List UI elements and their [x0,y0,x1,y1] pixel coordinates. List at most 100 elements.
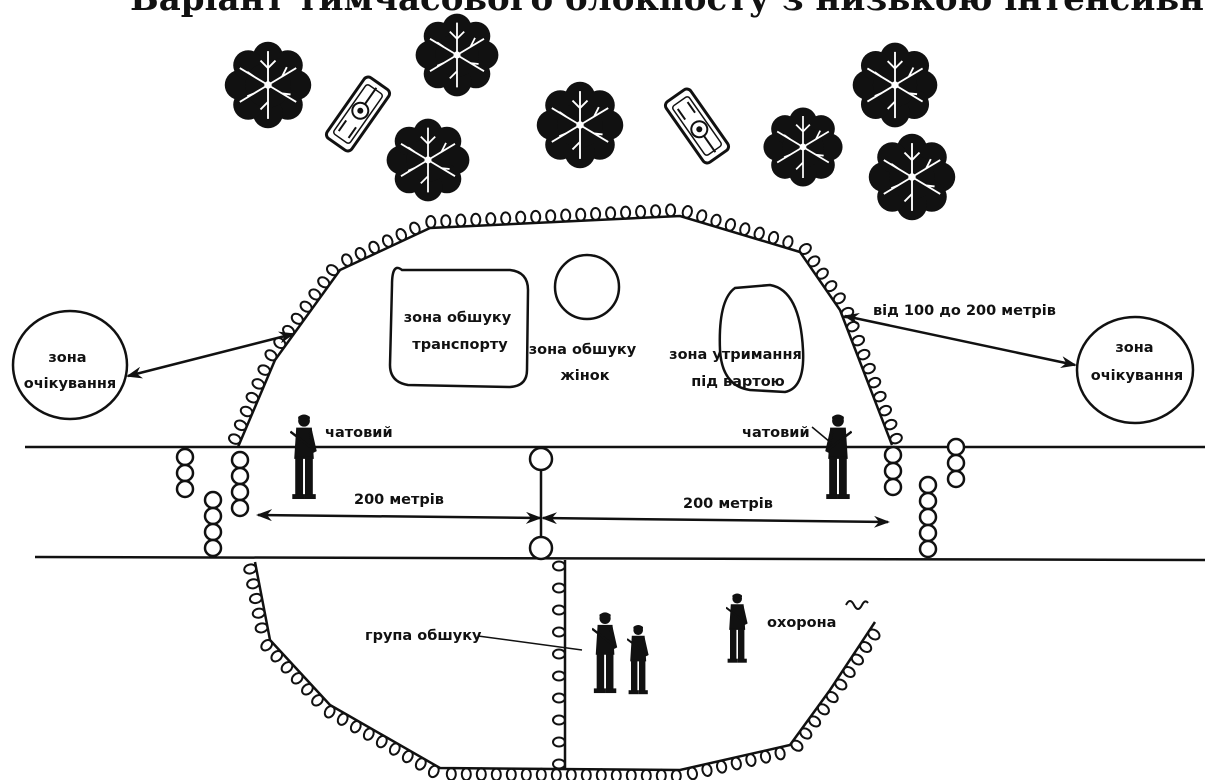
barrier-ring [230,498,250,518]
barbed-wire-loop [460,767,472,780]
road-distance-arrow-left [256,509,542,524]
forest-trees [223,12,957,222]
barbed-wire-loop [475,767,487,780]
barbed-wire-loop [409,221,421,236]
barbed-wire-loop [368,240,380,255]
barbed-wire-loop [470,212,482,227]
barbed-wire-loop [580,768,592,780]
barbed-wire-loop [440,214,452,229]
barbed-wire-loop [552,758,566,770]
barbed-wire-loop [862,362,876,375]
barbed-wire-loop [825,691,839,704]
barbed-wire-loop [753,226,765,241]
barbed-wire-loop [311,694,324,707]
barbed-wire-loop [701,763,713,777]
barbed-wire-loop [260,638,274,652]
barbed-wire-loop [425,215,437,229]
sentry-right-icon [824,413,852,500]
guard-label: охорона [767,615,836,631]
barrier-ring [946,453,966,473]
distance-arrow-left [126,331,295,379]
sentry-left-label: чатовий [325,425,393,441]
barbed-wire-loop [280,661,294,674]
barbed-wire-upper [236,214,894,448]
road [25,445,1205,562]
barbed-wire-loop [248,592,263,605]
barbed-wire-loop [745,753,757,767]
barbed-wire-loop [490,767,502,780]
barrier-ring [203,522,223,542]
barbed-wire-loop [655,768,667,780]
tree-icon [414,12,500,98]
barbed-wire-loop [243,563,258,575]
barbed-wire-loop [427,764,440,779]
barbed-wire-loop [505,767,517,780]
barbed-wire-loop [290,312,304,325]
barbed-wire-loop [590,207,602,221]
barbed-wire-loop [625,768,637,780]
barbed-wire-loop [251,607,266,619]
guard-soldier-icon [726,592,749,664]
armored-vehicle-icon [322,73,394,155]
barbed-wire-loop [620,205,632,220]
tree-icon [385,117,471,203]
barrier-ring [203,490,223,510]
barbed-wire-loop [455,213,467,228]
barbed-wire-loop [270,649,284,663]
barrier-ring [883,477,903,497]
barbed-wire-loop [552,692,566,704]
distance-right-label: 200 метрів [683,496,773,512]
barbed-wire-loop [815,267,829,280]
barbed-wire-loop [790,739,804,752]
barbed-wire-loop [845,320,860,333]
barbed-wire-loop [323,705,336,719]
barbed-wire-loop [635,204,647,219]
barbed-wire-loop [515,210,527,225]
barbed-wire-loop [883,418,898,431]
barbed-wire-loop [245,391,260,404]
barbed-wire-loop [228,433,242,445]
barbed-wire-loop [808,715,822,728]
barbed-wire-loop [889,432,903,445]
barbed-wire-loop [233,419,248,432]
barbed-wire-loop [388,742,401,756]
tree-icon [851,41,939,129]
barbed-wire-loop [798,242,812,256]
barbed-wire-loop [552,560,566,572]
barbed-wire-loop [832,292,846,305]
barbed-wire-loop [552,582,566,594]
barbed-wire-loop [552,648,566,660]
barbed-wire-loop [325,264,340,277]
barbed-wire-loop [239,405,254,418]
barbed-wire-loop [610,768,622,780]
distance-arrow-right [843,313,1077,368]
barbed-wire-loop [317,276,331,289]
barrier-ring [918,491,938,511]
leader-line-search-group [477,635,583,651]
barbed-wire-loop [552,714,566,726]
barrier-ring [918,523,938,543]
barbed-wire-loop [739,222,751,237]
road-distance-arrow-right [541,512,890,528]
waiting-zone-right-label: зона очікування [1091,340,1184,384]
barbed-wire-loop [552,626,566,638]
barbed-wire-loop [246,578,261,590]
distance-left-label: 200 метрів [354,492,444,508]
barbed-wire-loop [665,203,677,218]
barrier-ring [230,450,250,470]
barbed-wire-loop [301,683,314,696]
page-title: Варіант тимчасового блокпосту з низькою … [130,0,1205,19]
search-group-soldier-icon [627,623,650,696]
barrier-ring [203,538,223,558]
barrier-ring [918,539,938,559]
barbed-wire-loop [414,757,427,771]
barrier-ring [883,445,903,465]
tree-icon [762,106,844,188]
barbed-wire-loop [851,334,866,347]
barbed-wire-loop [872,390,887,403]
barbed-wire-loop [552,604,566,616]
barbed-wire-loop [535,767,547,780]
barbed-wire-loop [724,218,737,232]
waiting-zone-right [1075,315,1195,425]
barbed-wire-loop [290,672,304,685]
